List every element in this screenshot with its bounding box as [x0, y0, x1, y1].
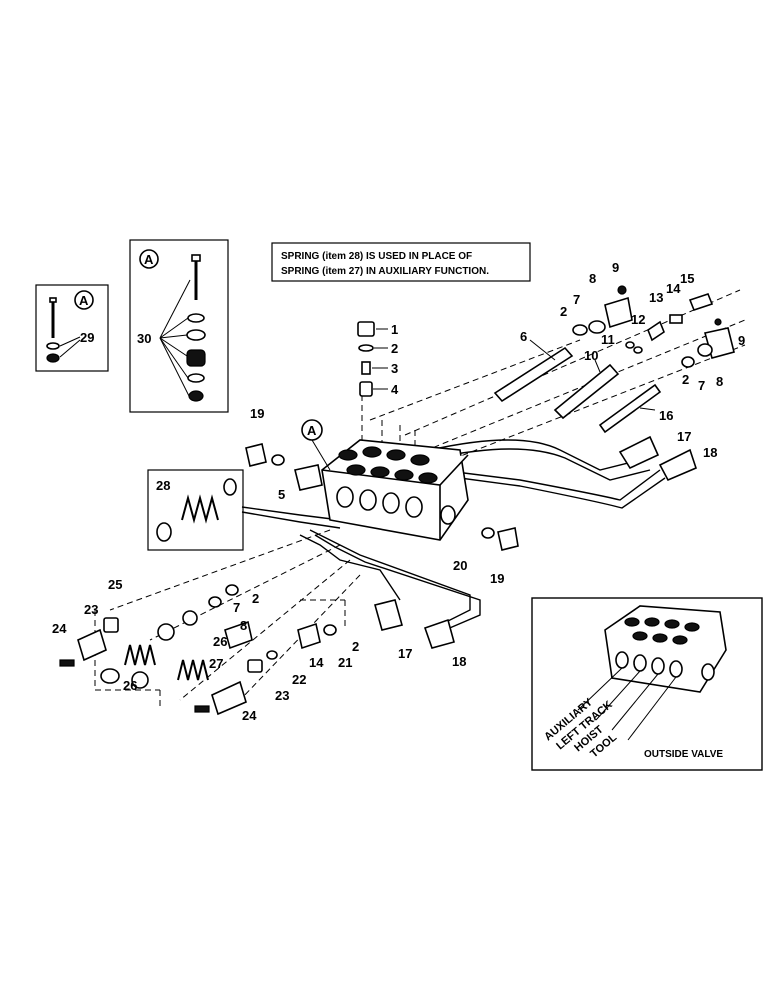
callout-7-right: 7: [698, 378, 705, 393]
callout-14-lower: 14: [309, 655, 324, 670]
callout-22: 22: [292, 672, 306, 687]
callout-29: 29: [80, 330, 94, 345]
callout-24-lower: 24: [242, 708, 257, 723]
callout-14-top: 14: [666, 281, 681, 296]
callout-18-top: 18: [703, 445, 717, 460]
callout-7-top: 7: [573, 292, 580, 307]
callout-28: 28: [156, 478, 170, 493]
detail-marker-a-3: A: [307, 423, 317, 438]
callout-30: 30: [137, 331, 151, 346]
callout-19-left: 19: [250, 406, 264, 421]
callout-3: 3: [391, 361, 398, 376]
callout-27: 27: [209, 656, 223, 671]
callout-17-lower: 17: [398, 646, 412, 661]
callout-6: 6: [520, 329, 527, 344]
callout-12: 12: [631, 312, 645, 327]
top-column-parts: [357, 321, 388, 397]
detail-a-box-29: A 29: [35, 284, 109, 372]
left-mid-parts: [245, 443, 519, 551]
callout-19-right: 19: [490, 571, 504, 586]
callout-labels: 1 2 3 4 5 6 7 8 9 2 10 11 12 13 14 15 9 …: [52, 260, 745, 723]
callout-17-top: 17: [677, 429, 691, 444]
inset-caption: OUTSIDE VALVE: [644, 749, 723, 760]
callout-2-center: 2: [352, 639, 359, 654]
callout-9-right: 9: [738, 333, 745, 348]
callout-8-top: 8: [589, 271, 596, 286]
callout-11: 11: [601, 332, 615, 347]
note-line-1: SPRING (item 28) IS USED IN PLACE OF: [281, 251, 472, 262]
callout-2-top: 2: [391, 341, 398, 356]
detail-marker-a-2: A: [144, 252, 154, 267]
callout-20: 20: [453, 558, 467, 573]
callout-7-lower: 7: [233, 600, 240, 615]
valve-body: A: [301, 419, 469, 541]
spring-28-icon: [181, 494, 219, 524]
callout-1: 1: [391, 322, 398, 337]
callout-23-left: 23: [84, 602, 98, 617]
detail-box-28: 28: [147, 469, 244, 551]
right-small-parts: [374, 285, 735, 649]
callout-8-right: 8: [716, 374, 723, 389]
callout-21: 21: [338, 655, 352, 670]
note-line-2: SPRING (item 27) IN AUXILIARY FUNCTION.: [281, 266, 489, 277]
callout-2-far-right: 2: [682, 372, 689, 387]
callout-9-top: 9: [612, 260, 619, 275]
callout-26-upper: 26: [213, 634, 227, 649]
callout-23-lower: 23: [275, 688, 289, 703]
callout-15: 15: [680, 271, 694, 286]
callout-10: 10: [584, 348, 598, 363]
callout-18-lower: 18: [452, 654, 466, 669]
callout-2-right: 2: [560, 304, 567, 319]
callout-24-left: 24: [52, 621, 67, 636]
callout-25: 25: [108, 577, 122, 592]
spools: [493, 339, 662, 434]
callout-13: 13: [649, 290, 663, 305]
callout-8-lower: 8: [240, 618, 247, 633]
lower-left-parts: [59, 584, 337, 716]
outside-valve-inset: AUXILIARY LEFT TRACK HOIST TOOL OUTSIDE …: [531, 597, 763, 771]
detail-a-box-30: A 30: [129, 239, 229, 413]
callout-16: 16: [659, 408, 673, 423]
detail-marker-a: A: [79, 293, 89, 308]
assembly-lines-upper: [361, 289, 746, 471]
spring-note: SPRING (item 28) IS USED IN PLACE OF SPR…: [271, 242, 531, 282]
callout-26-lower: 26: [123, 678, 137, 693]
callout-4: 4: [391, 382, 399, 397]
callout-2-lower: 2: [252, 591, 259, 606]
callout-5: 5: [278, 487, 285, 502]
